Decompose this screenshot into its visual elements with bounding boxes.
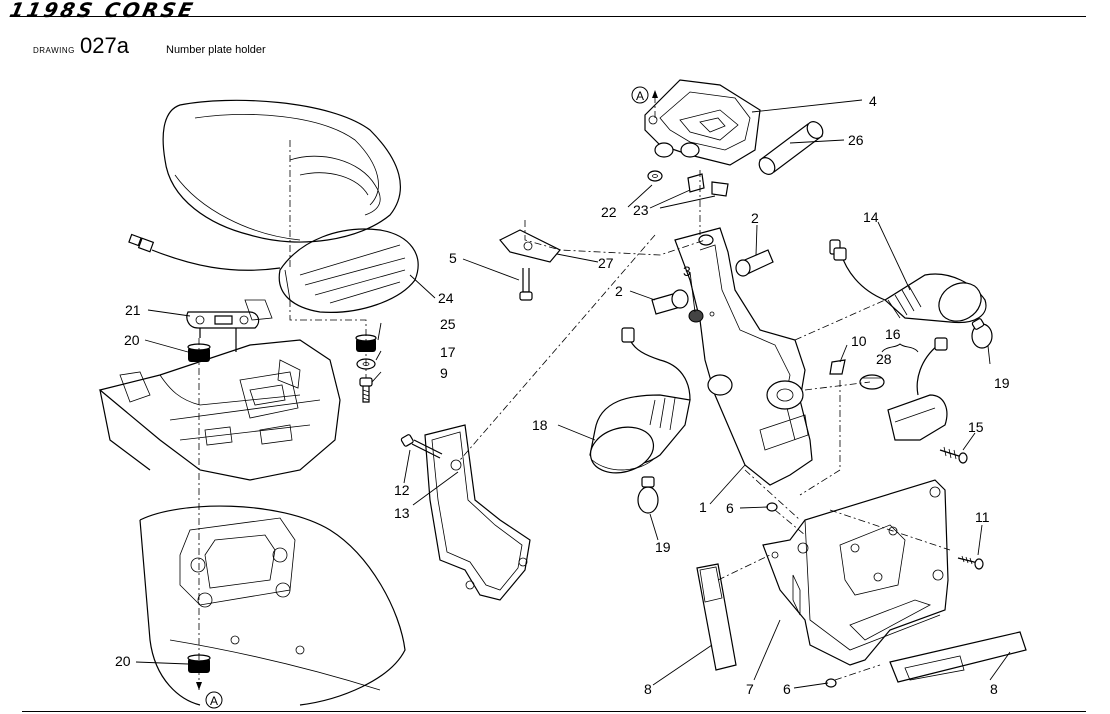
bulb-19-upper xyxy=(971,318,993,349)
support-1 xyxy=(674,227,813,486)
axis-line xyxy=(774,509,806,536)
arrow-down-icon xyxy=(196,682,202,690)
callout-10: 10 xyxy=(851,333,867,349)
bracket-21 xyxy=(186,311,260,352)
callout-12: 12 xyxy=(394,482,410,498)
cover-13 xyxy=(424,424,531,601)
ref-label-bottom: A xyxy=(210,694,218,708)
plate-light-16 xyxy=(859,337,948,441)
screw-5 xyxy=(519,268,533,301)
plate-holder-7 xyxy=(762,479,949,666)
callout-26: 26 xyxy=(848,132,864,148)
axis-line xyxy=(744,469,801,521)
callout-11: 11 xyxy=(975,509,990,525)
axis-line xyxy=(524,220,706,256)
bolt-2-upper xyxy=(735,249,774,277)
callout-5: 5 xyxy=(449,250,457,266)
callout-14: 14 xyxy=(863,209,879,225)
callout-24: 24 xyxy=(438,290,454,306)
axis-line xyxy=(804,381,871,391)
brace-16 xyxy=(881,343,919,353)
drawing-label: DRAWING xyxy=(33,46,75,55)
callout-7: 7 xyxy=(746,681,754,697)
header-rule xyxy=(10,16,1086,17)
washer-3 xyxy=(688,309,715,323)
callout-9: 9 xyxy=(440,365,448,381)
callout-13: 13 xyxy=(394,505,410,521)
axis-line xyxy=(289,300,367,378)
callout-2: 2 xyxy=(751,210,759,226)
screw-12 xyxy=(400,434,443,459)
axis-line xyxy=(717,554,771,581)
turn-signal-18 xyxy=(589,327,691,474)
footer-rule xyxy=(22,711,1086,712)
callout-23: 23 xyxy=(633,202,649,218)
leader-lines xyxy=(135,99,1011,689)
nut-22 xyxy=(647,170,663,182)
reflector-8-right xyxy=(889,631,1027,683)
callout-labels: 4 26 22 23 2 14 5 27 3 2 24 21 25 20 17 … xyxy=(115,93,1010,697)
axis-line xyxy=(829,509,951,551)
arrow-up-icon xyxy=(652,90,658,98)
callout-17: 17 xyxy=(440,344,456,360)
tail-light-wire xyxy=(128,233,281,271)
tail-fairing xyxy=(162,99,401,243)
screw-15 xyxy=(939,446,968,464)
callout-16: 16 xyxy=(885,326,901,342)
bolt-2-lower xyxy=(651,289,689,315)
axis-line xyxy=(799,380,841,496)
rear-subframe xyxy=(98,299,341,481)
callout-20: 20 xyxy=(115,653,131,669)
axis-line xyxy=(459,234,656,461)
nut-6-upper xyxy=(766,502,778,512)
reflector-8-left xyxy=(696,563,737,671)
tail-light xyxy=(278,228,419,313)
callout-27: 27 xyxy=(598,255,614,271)
callout-1: 1 xyxy=(699,499,707,515)
turn-signal-14 xyxy=(829,239,987,324)
spacer-26 xyxy=(758,121,824,175)
callout-2: 2 xyxy=(615,283,623,299)
clip-nut-23 xyxy=(687,173,729,197)
bulb-19-lower xyxy=(637,476,659,514)
plate-27 xyxy=(499,229,561,263)
callout-15: 15 xyxy=(968,419,984,435)
callout-6: 6 xyxy=(783,681,791,697)
callout-19: 19 xyxy=(655,539,671,555)
ref-label-top: A xyxy=(636,89,644,103)
callout-25: 25 xyxy=(440,316,456,332)
clip-10 xyxy=(829,359,846,375)
axis-line xyxy=(834,664,881,681)
callout-6: 6 xyxy=(726,500,734,516)
callout-19: 19 xyxy=(994,375,1010,391)
ref-circle-bottom: A xyxy=(205,691,223,709)
callout-18: 18 xyxy=(532,417,548,433)
screw-9 xyxy=(359,377,373,403)
callout-8: 8 xyxy=(644,681,652,697)
callout-3: 3 xyxy=(683,263,691,279)
rear-mudguard xyxy=(139,505,406,706)
drawing-number: 027a xyxy=(80,33,129,58)
callout-28: 28 xyxy=(876,351,892,367)
callout-20: 20 xyxy=(124,332,140,348)
callout-8: 8 xyxy=(990,681,998,697)
callout-22: 22 xyxy=(601,204,617,220)
ref-circle-top: A xyxy=(631,86,649,104)
drawing-title: Number plate holder xyxy=(166,44,266,56)
callout-4: 4 xyxy=(869,93,877,109)
axis-line xyxy=(794,299,886,341)
callout-21: 21 xyxy=(125,302,141,318)
bracket-4 xyxy=(644,79,761,166)
screw-11 xyxy=(957,555,984,570)
